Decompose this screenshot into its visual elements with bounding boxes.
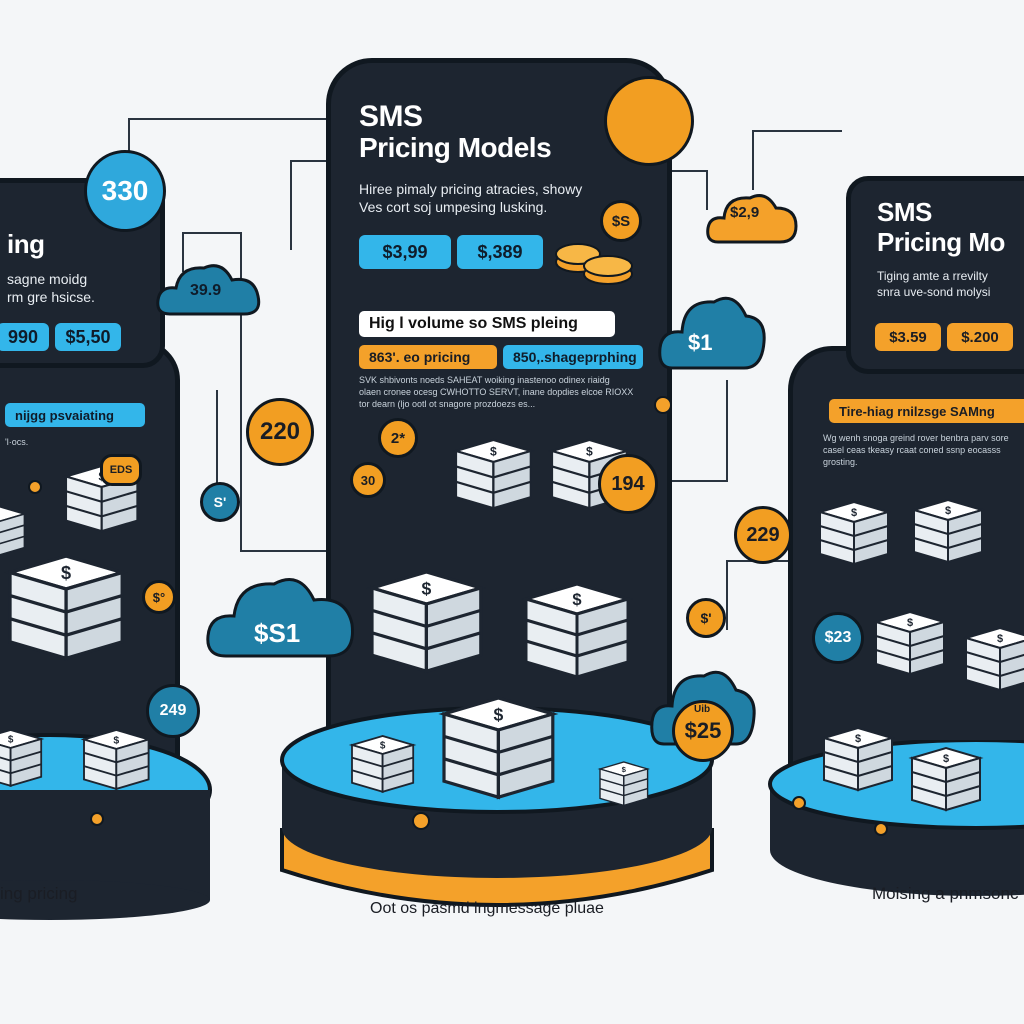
right-small-text-3: grosting.: [823, 457, 858, 467]
bubble-s-left: S': [200, 482, 240, 522]
cloud-399-label: 39.9: [190, 282, 222, 299]
marker-dot: [874, 822, 888, 836]
bubble-s-mid: $': [686, 598, 726, 638]
connector-line: [668, 480, 728, 482]
center-desc-2: Ves cort soj umpesing lusking.: [359, 199, 548, 215]
connector-line: [726, 560, 728, 630]
left-platform-label: ing pricing: [0, 884, 78, 903]
connector-line: [216, 390, 218, 490]
center-price-1: $3,99: [359, 235, 451, 269]
connector-line: [240, 232, 242, 552]
connector-line: [752, 130, 754, 190]
bubble-25: $25: [672, 700, 734, 762]
right-price-1: $3.59: [875, 323, 941, 351]
right-small-text-1: Wg wenh snoga greind rover benbra parv s…: [823, 433, 1009, 443]
right-platform: [768, 740, 1024, 896]
left-price-2: $5,50: [55, 323, 121, 351]
bubble-323: $23: [812, 612, 864, 664]
left-platform: [0, 733, 212, 920]
bubble-194: 194: [598, 454, 658, 514]
cloud-icon: [206, 578, 354, 658]
center-orange-bar: 863'. eo pricing: [359, 345, 497, 369]
right-card-desc-1: Tiging amte a rrevilty: [877, 269, 988, 283]
cloud-s1-right-label: $1: [688, 330, 713, 355]
center-desc-1: Hiree pimaly pricing atracies, showy: [359, 181, 583, 197]
bubble-249: 249: [146, 684, 200, 738]
right-platform-label: Moising a pnmsonc: [872, 884, 1019, 903]
cloud-icon: [156, 264, 261, 316]
right-pricing-card: SMS Pricing Mo Tiging amte a rrevilty sn…: [846, 176, 1024, 374]
right-card-title-1: SMS: [877, 197, 932, 227]
bubble-32-percent: [604, 76, 694, 166]
bubble-coin: $S: [600, 200, 642, 242]
left-card-title: ing: [7, 229, 45, 259]
connector-line: [182, 232, 242, 234]
left-feature-bar: nijgg psvaiating: [5, 403, 145, 427]
cloud-329-label: $2,9: [730, 204, 760, 221]
bubble-330: 330: [84, 150, 166, 232]
left-small-text: 'l·ocs.: [5, 437, 29, 447]
marker-dot: [90, 812, 104, 826]
connector-line: [752, 130, 842, 132]
cloud-icon: [706, 194, 798, 244]
center-title-line-1: SMS: [359, 100, 423, 133]
coin-stack-icon: [555, 243, 633, 285]
center-small-text-1: SVK shbivonts noeds SAHEAT woiking inast…: [359, 375, 610, 385]
center-price-2: $,389: [457, 235, 543, 269]
connector-line: [668, 170, 708, 172]
left-card-desc-1: sagne moidg: [7, 271, 88, 287]
bubble-2k: 2*: [378, 418, 418, 458]
connector-line: [128, 118, 328, 120]
right-card-title-2: Pricing Mo: [877, 227, 1005, 257]
cloud-icon: [658, 296, 766, 370]
left-card-desc-2: rm gre hsicse.: [7, 289, 95, 305]
bubble-30: 30: [350, 462, 386, 498]
right-feature-bar: Tire-hiag rnilzsge SAMng: [829, 399, 1024, 423]
bubble-220: 220: [246, 398, 314, 466]
center-title-line-2: Pricing Models: [359, 132, 552, 163]
right-phone: Tire-hiag rnilzsge SAMng Wg wenh snoga g…: [788, 346, 1024, 816]
connector-line: [726, 380, 728, 480]
connector-line: [128, 118, 130, 178]
center-blue-bar: 850,.shageprphing: [503, 345, 643, 369]
bubble-229: 229: [734, 506, 792, 564]
connector-line: [706, 170, 708, 210]
right-card-desc-2: snra uve-sond molysi: [877, 285, 991, 299]
cloud-s1-center-label: $S1: [254, 618, 301, 648]
right-price-2: $.200: [947, 323, 1013, 351]
right-small-text-2: casel ceas tkeasy rcaat coned ssnp eocas…: [823, 445, 1001, 455]
center-small-text-2: olaen cronee ocesg CWHOTTO SERVT, inane …: [359, 387, 634, 397]
center-small-text-3: tor dearn (ljo ootl ot snagore prozdoezs…: [359, 399, 536, 409]
connector-line: [290, 160, 330, 162]
marker-dot: [412, 812, 430, 830]
center-volume-bar: Hig l volume so SMS pleing: [359, 311, 615, 337]
connector-line: [290, 160, 292, 250]
bubble-25-caption: Uib: [694, 704, 711, 715]
bubble-s-left-2: $°: [142, 580, 176, 614]
connector-line: [240, 550, 330, 552]
marker-dot: [28, 480, 42, 494]
center-platform-label: Oot os pasmd ingmessage pluae: [370, 900, 604, 917]
left-price-1: 990: [0, 323, 49, 351]
marker-dot: [792, 796, 806, 810]
bubble-eds: EDS: [100, 454, 142, 486]
marker-dot: [654, 396, 672, 414]
connector-line: [182, 232, 184, 272]
